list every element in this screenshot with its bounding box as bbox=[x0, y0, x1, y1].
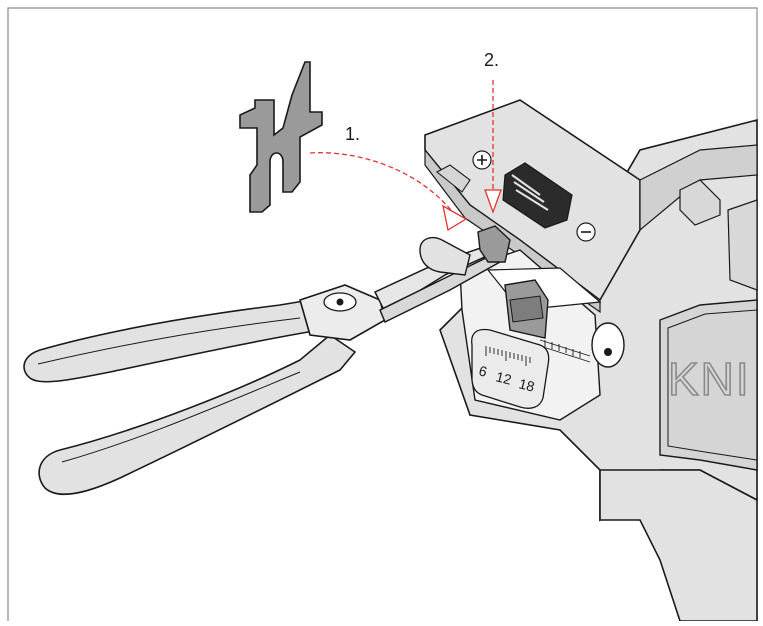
blade-holder-cap bbox=[419, 237, 471, 276]
roller-pin bbox=[604, 348, 612, 356]
length-scale-plate bbox=[471, 328, 550, 409]
scale-ticks bbox=[485, 346, 531, 366]
lower-handle-contour bbox=[61, 371, 301, 463]
arrow-step-1-path bbox=[309, 152, 456, 216]
plus-sign bbox=[477, 155, 487, 165]
pliers-upper-handle bbox=[23, 299, 322, 383]
step-2-label: 2. bbox=[484, 50, 499, 70]
jaw-slot bbox=[436, 164, 471, 193]
scale-mark-12: 12 bbox=[494, 368, 513, 387]
side-notch bbox=[727, 199, 758, 291]
scale-mark-18: 18 bbox=[517, 375, 536, 394]
inserted-blade bbox=[477, 225, 511, 263]
slider-grip bbox=[509, 295, 544, 323]
adjustment-wheel[interactable] bbox=[502, 162, 573, 229]
pivot-rivet bbox=[336, 298, 344, 306]
scale-mark-6: 6 bbox=[477, 362, 489, 379]
brand-panel bbox=[659, 299, 758, 471]
needle-nose-pliers bbox=[23, 242, 502, 496]
wheel-ridges bbox=[511, 174, 549, 211]
top-bolt bbox=[679, 179, 721, 226]
brand-panel-inset bbox=[667, 309, 758, 461]
rack-teeth bbox=[539, 339, 591, 363]
upper-handle-contour bbox=[37, 317, 301, 365]
step-1-label: 1. bbox=[345, 124, 360, 144]
wire-stripper: KNI bbox=[424, 99, 758, 622]
brand-logo-text: KNI bbox=[668, 353, 751, 405]
roller bbox=[591, 322, 625, 368]
arrow-step-1-head bbox=[442, 204, 468, 232]
stripper-handle bbox=[599, 469, 758, 622]
arrow-step-2-head bbox=[484, 189, 502, 214]
top-ridge bbox=[639, 144, 758, 232]
replacement-blade-part bbox=[239, 61, 323, 213]
